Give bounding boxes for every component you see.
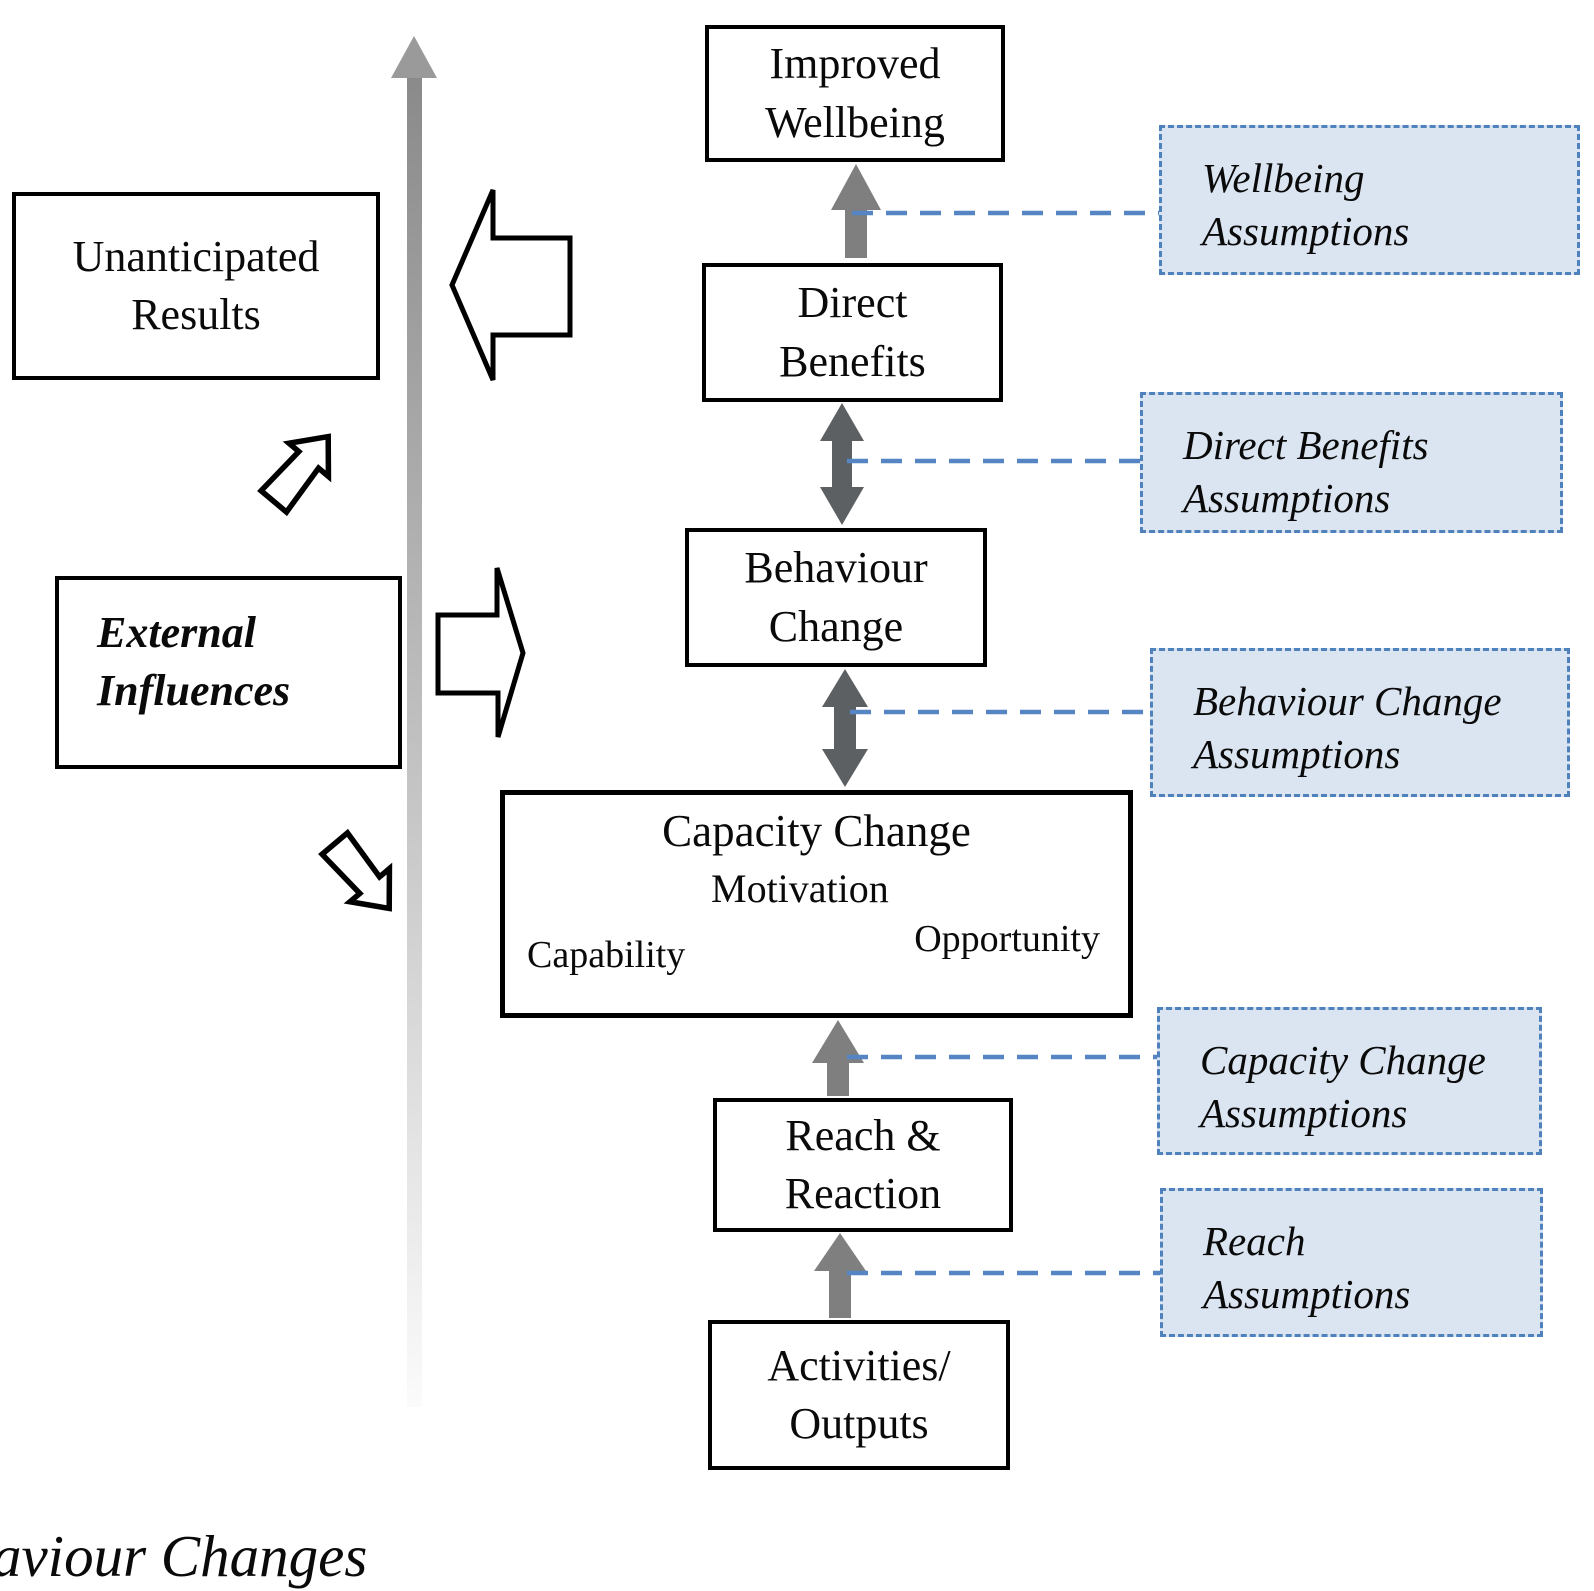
improved-wellbeing-label: Improved Wellbeing — [765, 39, 945, 147]
unanticipated-results-box: Unanticipated Results — [12, 192, 380, 380]
behaviour-change-assumptions-box: Behaviour Change Assumptions — [1150, 648, 1570, 797]
reach-reaction-box: Reach & Reaction — [713, 1098, 1013, 1232]
activities-outputs-label: Activities/ Outputs — [767, 1340, 951, 1448]
reach-reaction-label: Reach & Reaction — [784, 1110, 942, 1218]
behaviour-change-label: Behaviour Change — [744, 543, 928, 651]
unanticipated-results-block-arrow — [449, 189, 573, 381]
direct-benefits-box: Direct Benefits — [702, 263, 1003, 402]
arrow-behaviour-direct-twoway — [820, 403, 864, 525]
spine-up-right-arrow — [257, 433, 332, 517]
external-influences-label: External Influences — [97, 608, 291, 716]
arrow-capacity-behaviour-twoway — [822, 669, 868, 787]
opportunity-label: Opportunity — [914, 918, 1100, 960]
unanticipated-results-label: Unanticipated Results — [72, 231, 320, 339]
direct-benefits-label: Direct Benefits — [779, 278, 926, 386]
external-influences-box: External Influences — [55, 576, 402, 769]
arrow-reach-to-capacity — [812, 1020, 864, 1096]
activities-outputs-box: Activities/ Outputs — [708, 1320, 1010, 1470]
reach-assumptions-box: Reach Assumptions — [1160, 1188, 1543, 1337]
spine-down-right-arrow — [318, 828, 393, 912]
improved-wellbeing-box: Improved Wellbeing — [705, 25, 1005, 162]
capacity-change-assumptions-box: Capacity Change Assumptions — [1157, 1007, 1542, 1155]
behaviour-change-box: Behaviour Change — [685, 528, 987, 667]
external-influences-block-arrow — [435, 567, 526, 738]
direct-benefits-assumptions-box: Direct Benefits Assumptions — [1140, 392, 1563, 533]
capacity-change-label: Capacity Change — [662, 806, 971, 856]
wellbeing-assumptions-box: Wellbeing Assumptions — [1159, 125, 1580, 275]
motivation-label: Motivation — [711, 866, 889, 911]
results-ladder-arrow — [391, 36, 437, 1407]
capacity-change-box: Capacity Change Motivation Capability Op… — [500, 790, 1133, 1018]
capability-label: Capability — [527, 934, 686, 976]
arrow-activities-to-reach — [814, 1233, 866, 1318]
figure-caption-fragment: aviour Changes — [0, 1523, 368, 1589]
